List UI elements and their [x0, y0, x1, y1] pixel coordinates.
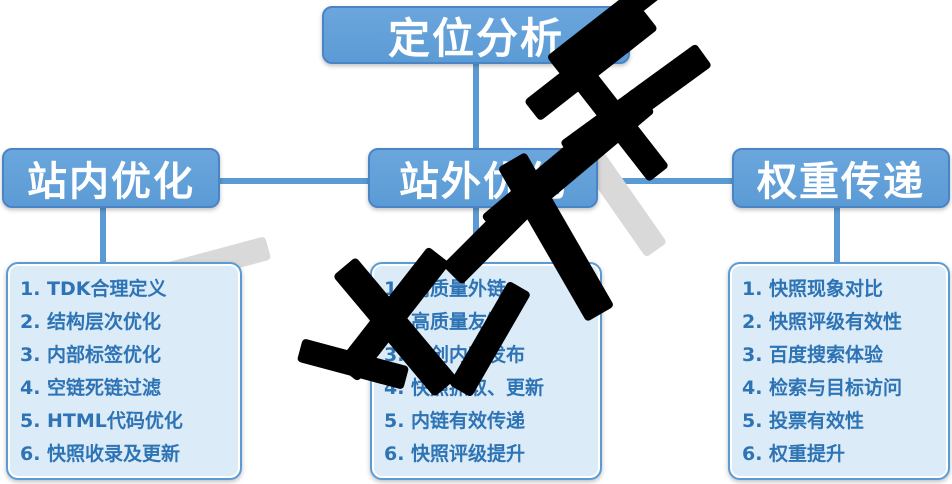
item-number: 3. [742, 344, 763, 366]
item-number: 6. [20, 443, 41, 465]
item-number: 1. [20, 278, 41, 300]
item-text: 检索与目标访问 [769, 377, 903, 399]
list-item: 1. 高质量外链 [384, 273, 590, 306]
item-text: 权重提升 [769, 443, 846, 465]
item-number: 4. [742, 377, 763, 399]
item-text: 原创内容发布 [411, 344, 526, 366]
item-number: 2. [742, 311, 763, 333]
item-text: 内链有效传递 [411, 410, 526, 432]
connector-onsite-to-list [100, 206, 106, 266]
node-offsite-optimization: 站外优化 [368, 148, 598, 208]
list-item: 4. 检索与目标访问 [742, 372, 938, 405]
item-text: 快照抓取、更新 [411, 377, 545, 399]
list-item: 5. 内链有效传递 [384, 405, 590, 438]
item-text: 百度搜索体验 [769, 344, 884, 366]
list-item: 2. 高质量友链 [384, 306, 590, 339]
list-item: 2. 结构层次优化 [20, 306, 230, 339]
list-item: 1. 快照现象对比 [742, 273, 938, 306]
item-number: 5. [384, 410, 405, 432]
list-item: 3. 原创内容发布 [384, 339, 590, 372]
item-text: 快照现象对比 [769, 278, 884, 300]
item-text: 空链死链过滤 [47, 377, 162, 399]
node-onsite-optimization: 站内优化 [2, 148, 220, 208]
list-item: 6. 权重提升 [742, 438, 938, 471]
item-number: 3. [20, 344, 41, 366]
item-text: 快照评级提升 [411, 443, 526, 465]
connector-offsite-weight [592, 178, 738, 184]
list-item: 6. 快照评级提升 [384, 438, 590, 471]
item-number: 3. [384, 344, 405, 366]
item-number: 5. [20, 410, 41, 432]
node-weight-transfer: 权重传递 [732, 148, 950, 208]
connector-offsite-to-list [473, 206, 479, 266]
item-number: 1. [742, 278, 763, 300]
list-offsite-optimization: 1. 高质量外链 2. 高质量友链 3. 原创内容发布 4. 快照抓取、更新 5… [370, 262, 602, 480]
list-onsite-optimization: 1. TDK合理定义 2. 结构层次优化 3. 内部标签优化 4. 空链死链过滤… [6, 262, 242, 480]
item-text: 结构层次优化 [47, 311, 162, 333]
item-number: 6. [384, 443, 405, 465]
item-number: 6. [742, 443, 763, 465]
item-number: 4. [20, 377, 41, 399]
item-text: 高质量外链 [411, 278, 507, 300]
node-positioning-analysis: 定位分析 [322, 6, 630, 64]
item-number: 2. [20, 311, 41, 333]
item-number: 4. [384, 377, 405, 399]
list-item: 4. 空链死链过滤 [20, 372, 230, 405]
list-item: 1. TDK合理定义 [20, 273, 230, 306]
item-text: 高质量友链 [411, 311, 507, 333]
item-text: TDK合理定义 [47, 278, 167, 300]
item-text: 投票有效性 [769, 410, 865, 432]
item-text: 快照评级有效性 [769, 311, 903, 333]
item-number: 5. [742, 410, 763, 432]
connector-root-to-offsite [473, 62, 479, 154]
item-text: 快照收录及更新 [47, 443, 181, 465]
item-text: 内部标签优化 [47, 344, 162, 366]
connector-onsite-offsite [212, 178, 374, 184]
list-item: 5. 投票有效性 [742, 405, 938, 438]
list-item: 6. 快照收录及更新 [20, 438, 230, 471]
connector-weight-to-list [834, 206, 840, 266]
item-number: 2. [384, 311, 405, 333]
list-item: 2. 快照评级有效性 [742, 306, 938, 339]
list-weight-transfer: 1. 快照现象对比 2. 快照评级有效性 3. 百度搜索体验 4. 检索与目标访… [728, 262, 950, 480]
list-item: 4. 快照抓取、更新 [384, 372, 590, 405]
item-number: 1. [384, 278, 405, 300]
list-item: 5. HTML代码优化 [20, 405, 230, 438]
item-text: HTML代码优化 [47, 410, 183, 432]
list-item: 3. 内部标签优化 [20, 339, 230, 372]
list-item: 3. 百度搜索体验 [742, 339, 938, 372]
